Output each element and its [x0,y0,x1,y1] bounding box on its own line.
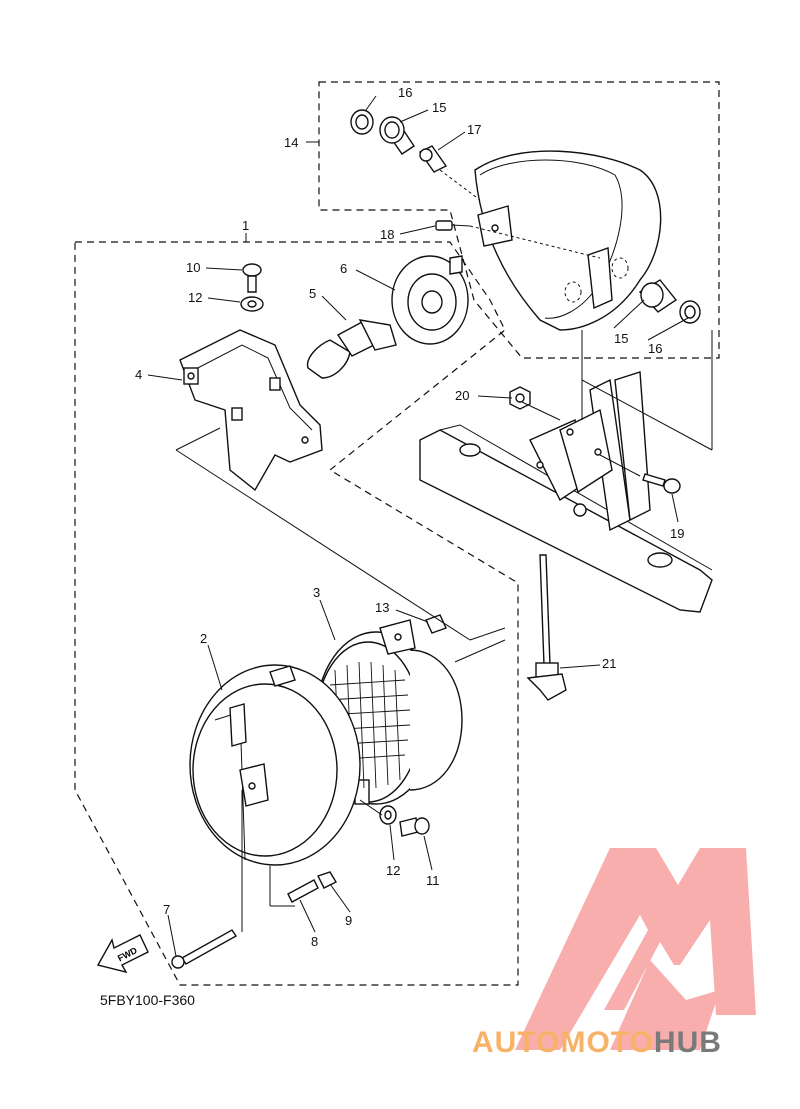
callout-16-bottom: 16 [648,341,662,356]
fork-bracket-assembly [419,371,713,613]
callout-14: 14 [284,135,298,150]
part-16-collar-top [350,109,374,135]
part-4-headlight-stay [179,329,323,492]
callout-3: 3 [313,585,320,600]
watermark-logo-mark [515,848,756,1050]
callout-12-bottom: 12 [386,863,400,878]
callout-7: 7 [163,902,170,917]
diagram-code: 5FBY100-F360 [100,992,195,1008]
callout-15-top: 15 [432,100,446,115]
callout-8: 8 [311,934,318,949]
watermark-logo [515,848,756,1050]
svg-text:AUTOMOTOHUB: AUTOMOTOHUB [472,1026,722,1059]
watermark-text-right: HUB [654,1026,722,1059]
part-7-adjust-screw [171,929,238,969]
part-9-nut [317,871,337,889]
callout-15-bottom: 15 [614,331,628,346]
leader-lines [147,95,713,957]
callout-6: 6 [340,261,347,276]
fwd-direction-arrow: FWD [96,934,149,974]
callout-1: 1 [242,218,249,233]
callout-20: 20 [455,388,469,403]
callout-10: 10 [186,260,200,275]
part-20-nut [509,386,531,410]
part-10-screw [242,263,262,293]
part-6-socket-cover [391,255,469,345]
watermark-logo-inner [610,960,720,1050]
watermark-text: AUTOMOTOHUB [472,1026,722,1059]
part-13-nut [425,614,447,634]
callout-2: 2 [200,631,207,646]
callout-12-top: 12 [188,290,202,305]
part-2-rim [189,664,361,866]
part-15-grommet-top [379,116,415,155]
callout-11: 11 [426,873,440,888]
headlight-housing-shell [474,150,662,331]
callout-9: 9 [345,913,352,928]
callout-4: 4 [135,367,142,382]
group-outline-1 [74,241,519,986]
callout-13: 13 [375,600,389,615]
callout-18: 18 [380,227,394,242]
part-12-washer-top [240,296,264,312]
part-15-grommet-bottom [638,279,678,313]
callout-5: 5 [309,286,316,301]
callout-19: 19 [670,526,684,541]
part-5-bulb [306,319,397,379]
part-11-screw [399,817,430,837]
part-18-bolt [435,220,471,231]
part-19-bolt [642,473,681,494]
watermark-text-left: AUTOMOTO [472,1026,654,1059]
part-16-collar-bottom [679,300,701,324]
part-21-cable-tie [526,554,567,701]
callout-21: 21 [602,656,616,671]
callout-labels: 16 15 17 14 18 1 10 12 6 5 4 15 16 20 19… [135,85,684,949]
group-outline-14 [318,81,720,359]
part-17-spacer [418,145,448,173]
callout-16-top: 16 [398,85,412,100]
callout-17: 17 [467,122,481,137]
part-12-washer-bottom [379,805,397,825]
part-8-spring [287,879,319,903]
